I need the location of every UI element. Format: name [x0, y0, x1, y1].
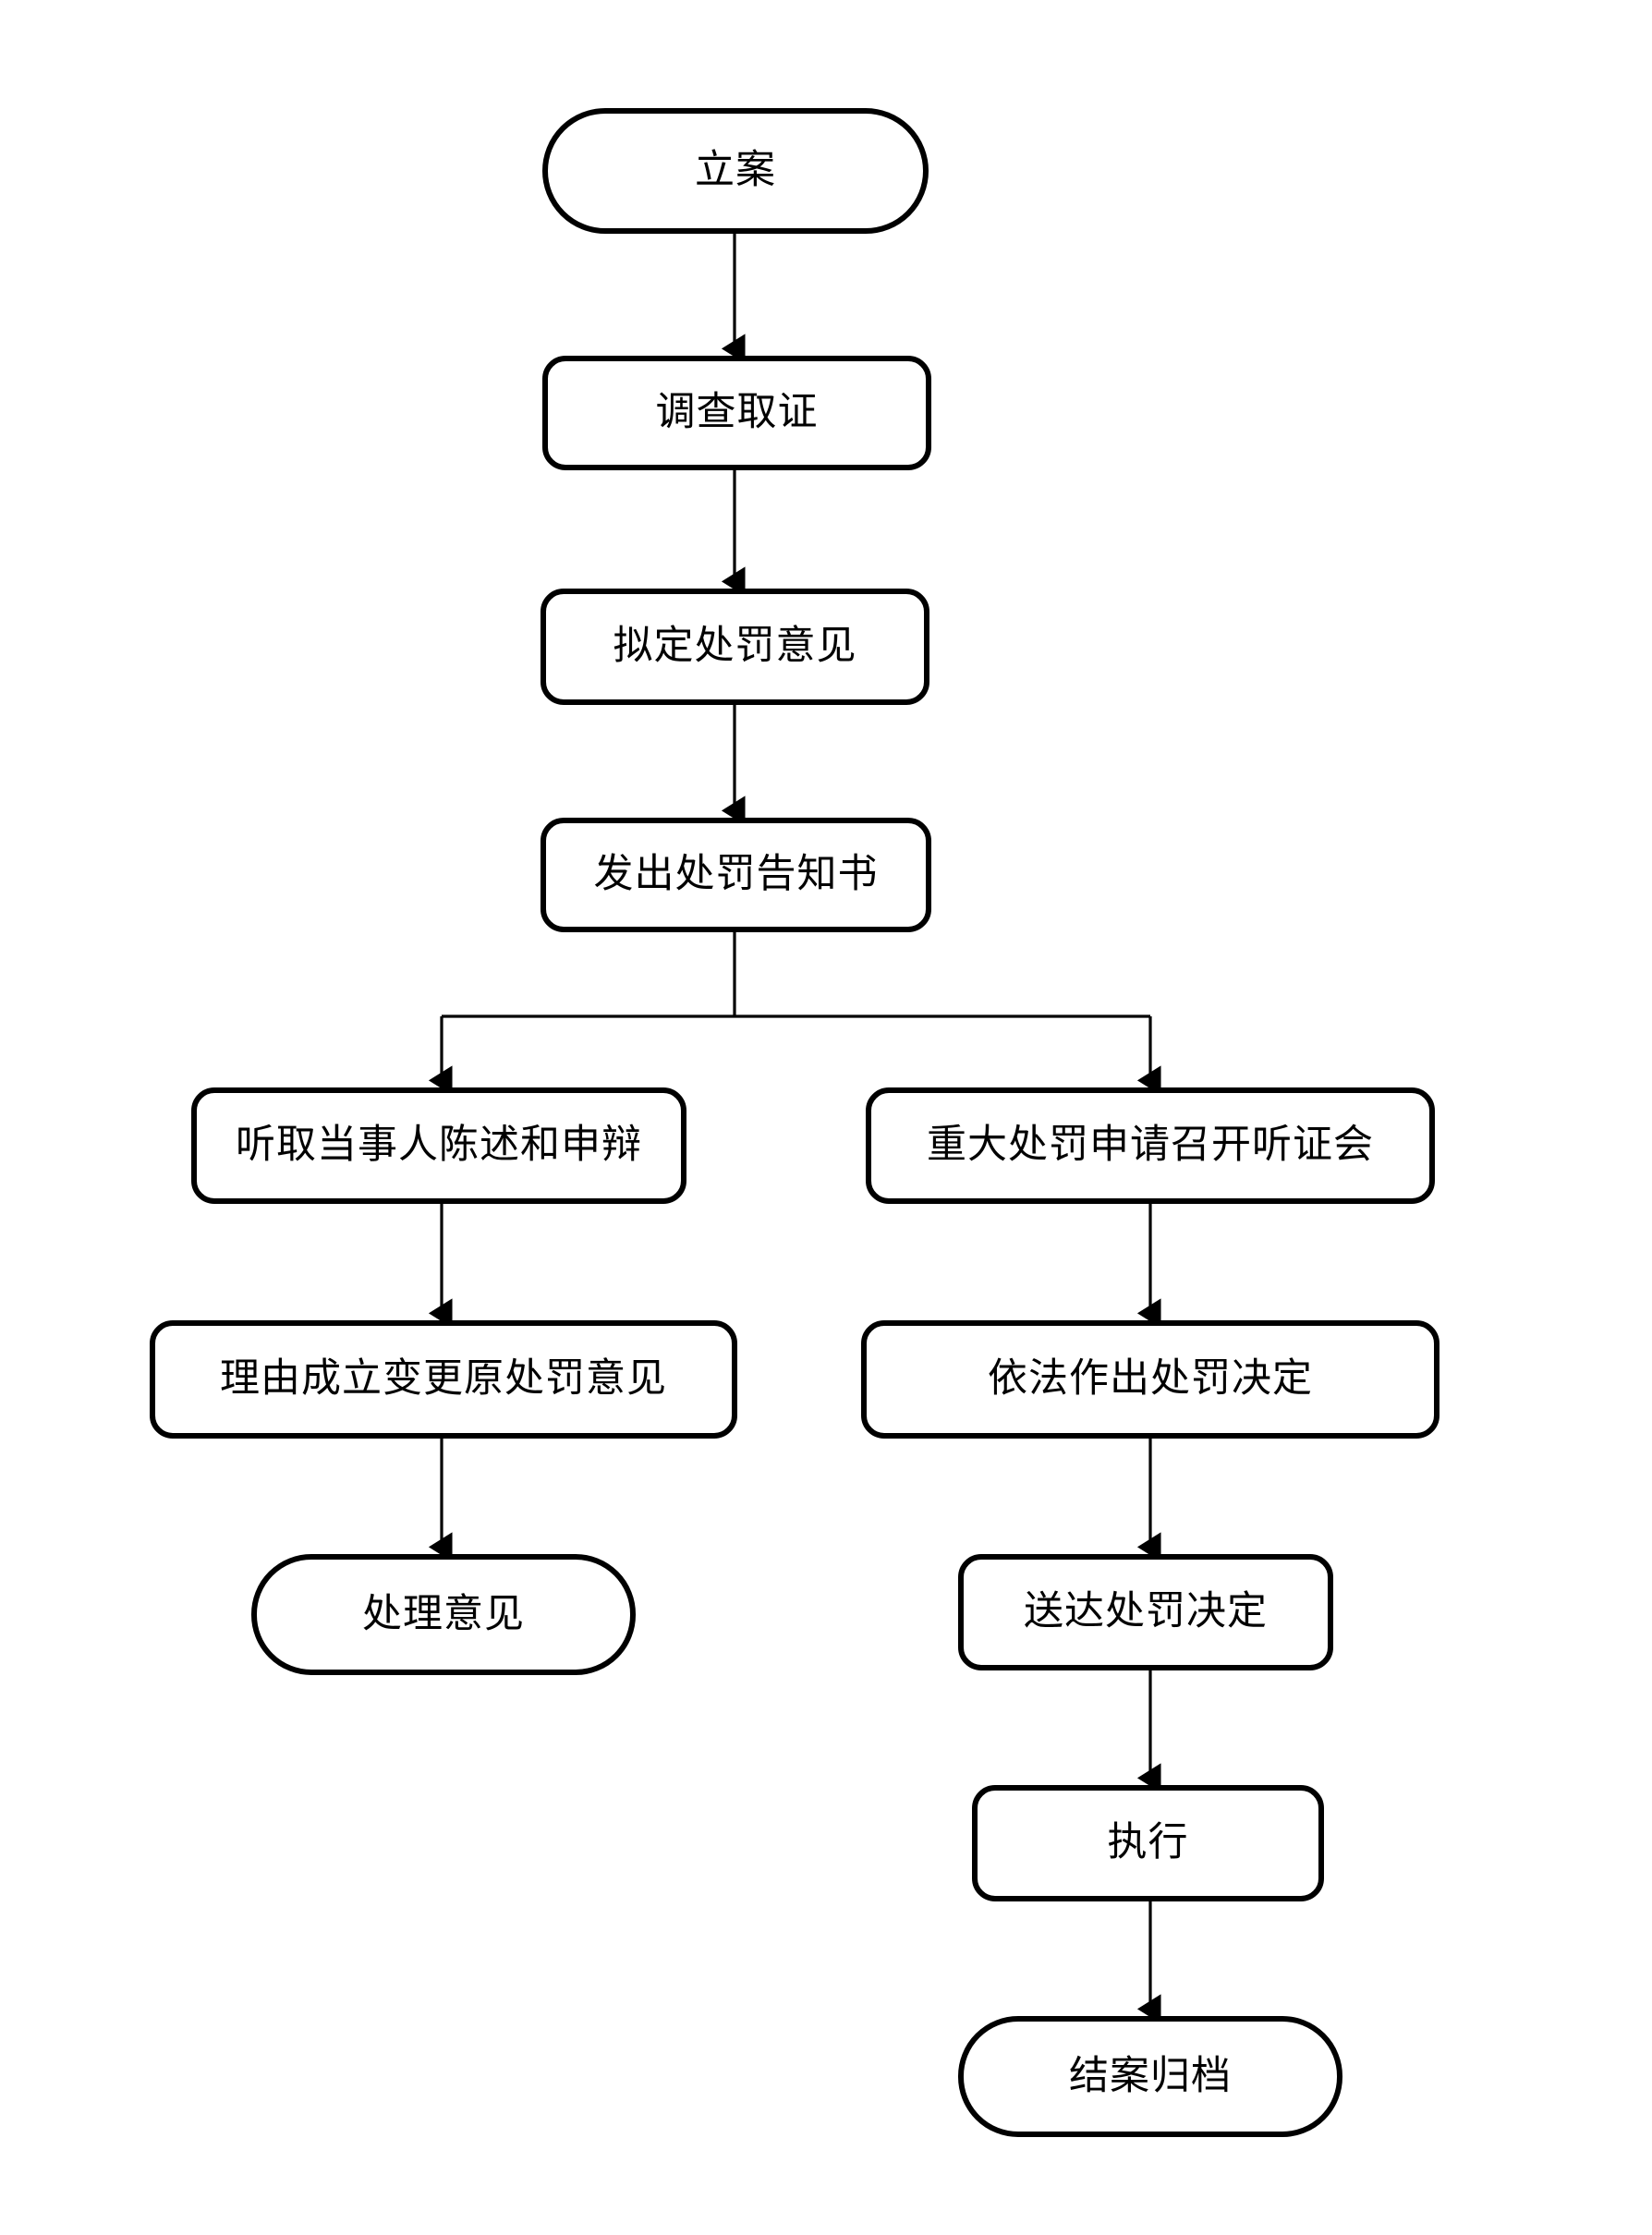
- node-shape-n3[interactable]: [541, 589, 929, 705]
- node-shape-n1[interactable]: [542, 108, 929, 234]
- nodes-layer: [150, 108, 1439, 2137]
- node-shape-n11[interactable]: [972, 1785, 1324, 1901]
- node-shape-n5[interactable]: [191, 1087, 686, 1204]
- node-shape-n7[interactable]: [150, 1320, 737, 1439]
- node-shape-n9[interactable]: [251, 1554, 636, 1675]
- node-shape-n6[interactable]: [866, 1087, 1435, 1204]
- node-shape-n8[interactable]: [861, 1320, 1439, 1439]
- node-shape-n4[interactable]: [541, 818, 931, 932]
- branch-split-connector: [428, 929, 1161, 1096]
- node-shape-n2[interactable]: [542, 356, 931, 470]
- node-shape-n10[interactable]: [958, 1554, 1333, 1670]
- node-shape-n12[interactable]: [958, 2016, 1342, 2137]
- edges-layer: [428, 231, 1161, 2024]
